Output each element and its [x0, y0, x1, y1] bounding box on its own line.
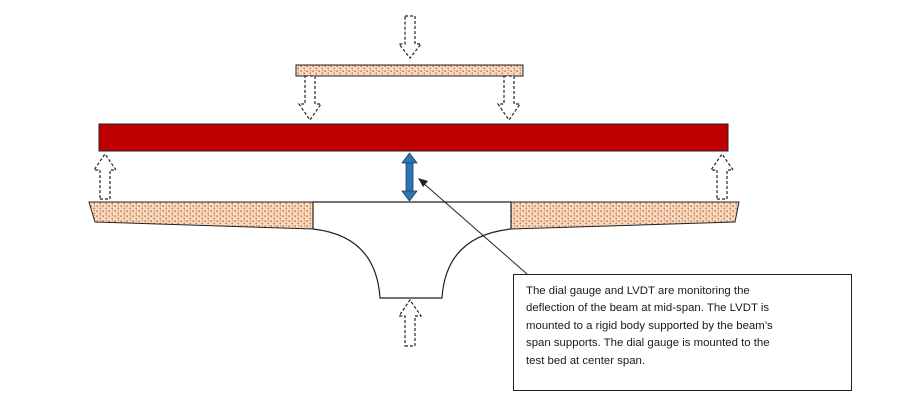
load-arrow-bottom — [397, 298, 423, 347]
callout-line: test bed at center span. — [526, 354, 646, 367]
test-beam — [98, 123, 729, 152]
spreader-beam — [295, 64, 524, 77]
lvdt-gauge — [401, 152, 418, 202]
support-left — [88, 201, 314, 230]
callout-line: deflection of the beam at mid-span. The … — [526, 302, 770, 315]
callout-line: mounted to a rigid body supported by the… — [526, 319, 773, 332]
load-arrow-right — [496, 75, 522, 122]
reaction-arrow-left — [92, 152, 118, 200]
callout-box: The dial gauge and LVDT are monitoring t… — [513, 274, 852, 391]
load-arrow-top — [397, 15, 423, 59]
callout-line: span supports. The dial gauge is mounted… — [526, 337, 770, 350]
reaction-arrow-right — [709, 152, 735, 200]
support-right — [510, 201, 740, 230]
callout-leader — [418, 178, 528, 275]
test-bed — [312, 201, 512, 299]
callout-line: The dial gauge and LVDT are monitoring t… — [526, 285, 750, 297]
load-arrow-left — [297, 75, 323, 122]
